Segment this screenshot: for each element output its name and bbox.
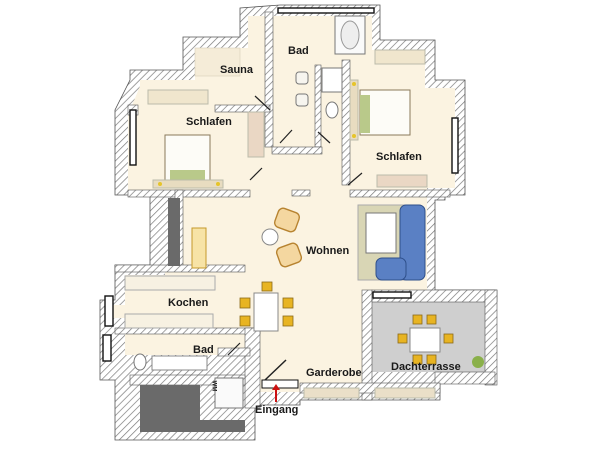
shower bbox=[321, 67, 343, 93]
toilet bbox=[325, 101, 339, 119]
room-label-dachterrasse: Dachterrasse bbox=[391, 361, 461, 373]
dark-shaft bbox=[168, 198, 180, 266]
bathtub bbox=[334, 15, 366, 55]
room-label-kochen: Kochen bbox=[168, 297, 209, 309]
room-label-garderobe: Garderobe bbox=[306, 367, 362, 379]
room-label-schlafen-right: Schlafen bbox=[376, 151, 422, 163]
toilet-lower bbox=[133, 353, 147, 371]
armchairs bbox=[273, 207, 303, 268]
side-table bbox=[261, 228, 279, 246]
entrance-arrow-head bbox=[272, 384, 280, 390]
door-swings bbox=[227, 95, 363, 356]
wardrobe-left bbox=[147, 89, 209, 105]
terrace-bench bbox=[374, 387, 436, 399]
terrace-chairs bbox=[397, 314, 454, 365]
desk-left bbox=[247, 111, 265, 158]
kitchen-counters bbox=[124, 275, 216, 329]
plant bbox=[472, 356, 484, 368]
entrance-door[interactable] bbox=[261, 379, 299, 389]
bed-right bbox=[349, 79, 411, 141]
windows bbox=[102, 7, 459, 362]
wardrobe-right bbox=[374, 49, 426, 65]
garderobe-bench bbox=[303, 387, 360, 399]
room-label-bad-upper: Bad bbox=[288, 45, 309, 57]
vanity-lower bbox=[151, 355, 208, 371]
bed-left bbox=[152, 134, 224, 189]
dark-storage bbox=[140, 385, 245, 432]
shower-lower bbox=[214, 377, 244, 409]
coffee-table bbox=[365, 212, 397, 254]
room-label-sauna: Sauna bbox=[220, 64, 254, 76]
sofa bbox=[375, 204, 426, 281]
dresser-right bbox=[376, 174, 428, 188]
room-label-wohnen: Wohnen bbox=[306, 245, 350, 257]
room-label-bad-lower: Bad bbox=[193, 344, 214, 356]
entrance-label: Eingang bbox=[255, 404, 299, 416]
terrace-table bbox=[409, 327, 441, 353]
room-label-schlafen-left: Schlafen bbox=[186, 116, 232, 128]
sauna-bench bbox=[194, 47, 241, 77]
entrance-door-swing bbox=[264, 359, 287, 381]
cabinet bbox=[191, 227, 207, 269]
dining-table bbox=[253, 292, 279, 332]
washing-machine-label: WM bbox=[210, 380, 217, 392]
dining-chairs bbox=[239, 281, 294, 327]
sinks bbox=[295, 71, 309, 107]
